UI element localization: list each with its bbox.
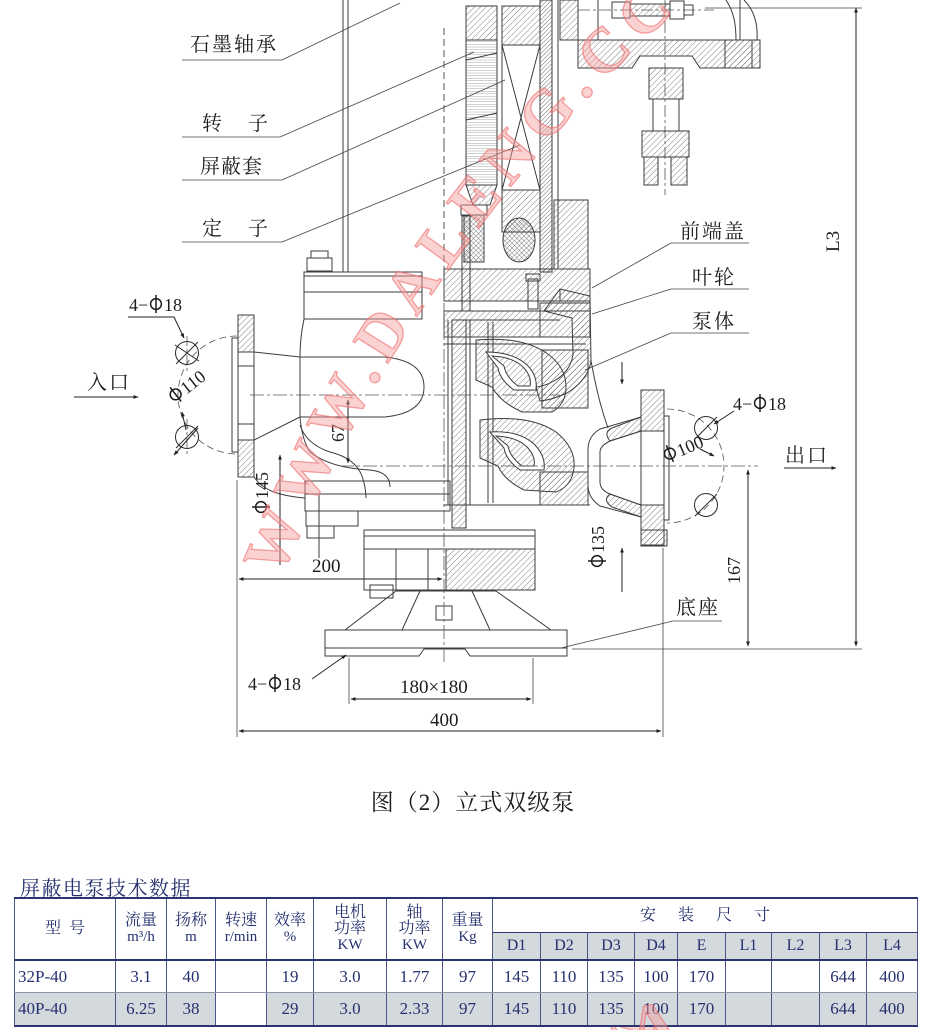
svg-text:底座: 底座: [676, 596, 720, 619]
svg-text:4−: 4−: [129, 295, 148, 315]
svg-text:167: 167: [724, 557, 744, 584]
svg-text:400: 400: [430, 710, 459, 731]
svg-text:前端盖: 前端盖: [680, 220, 746, 243]
svg-text:180×180: 180×180: [400, 677, 468, 698]
svg-text:出口: 出口: [785, 444, 829, 467]
svg-text:石墨轴承: 石墨轴承: [190, 33, 278, 56]
svg-text:4−: 4−: [733, 394, 752, 414]
svg-text:145: 145: [252, 472, 272, 499]
svg-text:屏蔽套: 屏蔽套: [200, 155, 263, 178]
svg-text:100: 100: [674, 432, 707, 461]
svg-text:转 子: 转 子: [202, 112, 270, 135]
svg-text:定 子: 定 子: [202, 217, 270, 240]
svg-text:135: 135: [588, 526, 608, 553]
svg-text:18: 18: [283, 674, 301, 694]
svg-text:200: 200: [312, 556, 341, 577]
svg-text:67: 67: [328, 424, 348, 442]
svg-text:叶轮: 叶轮: [692, 266, 736, 289]
svg-text:4−: 4−: [248, 674, 267, 694]
svg-text:18: 18: [768, 394, 786, 414]
svg-text:18: 18: [164, 295, 182, 315]
svg-text:泵体: 泵体: [692, 310, 736, 333]
svg-text:入口: 入口: [87, 371, 131, 394]
svg-text:L3: L3: [823, 231, 844, 252]
